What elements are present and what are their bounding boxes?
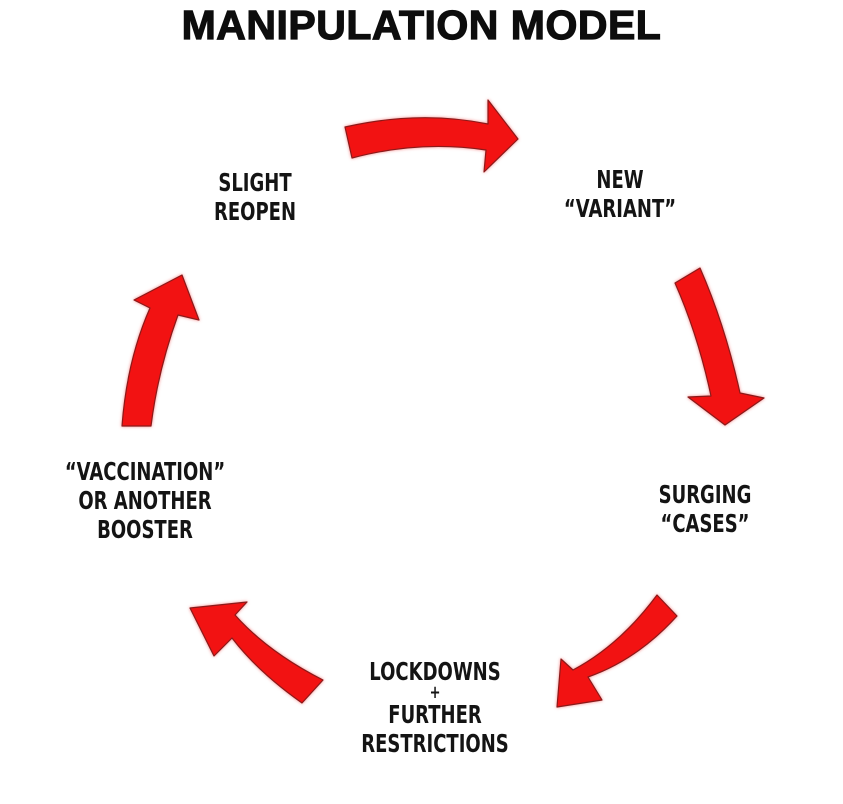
node-vaccination: “VACCINATION” OR ANOTHER BOOSTER <box>55 457 235 544</box>
curved-arrow-up-icon <box>121 274 200 427</box>
node-surging-cases: SURGING “CASES” <box>637 480 774 538</box>
node-new-variant: NEW “VARIANT” <box>544 165 695 223</box>
node-label-line: REOPEN <box>213 197 297 226</box>
node-label-line: “VARIANT” <box>563 194 677 223</box>
node-label-line: SLIGHT <box>218 168 292 197</box>
curved-arrow-right-icon <box>344 99 519 173</box>
plus-sign: + <box>429 682 441 703</box>
node-label-line: FURTHER <box>388 700 482 729</box>
curved-arrow-down-icon <box>674 267 765 426</box>
node-slight-reopen: SLIGHT REOPEN <box>179 168 330 226</box>
diagram-title: MANIPULATION MODEL <box>181 1 662 48</box>
node-label-line: BOOSTER <box>97 515 193 544</box>
curved-arrow-down-left-icon <box>556 594 678 708</box>
node-lockdowns: LOCKDOWNS + FURTHER RESTRICTIONS <box>349 657 522 758</box>
node-label-line: OR ANOTHER <box>78 486 212 515</box>
node-label-line: SURGING <box>658 480 752 509</box>
node-label-line: NEW <box>596 165 644 194</box>
node-label-line: LOCKDOWNS <box>369 657 501 686</box>
node-label-line: “VACCINATION” <box>64 457 226 486</box>
node-label-line: “CASES” <box>660 509 750 538</box>
curved-arrow-up-left-icon <box>189 601 324 704</box>
node-label-line: RESTRICTIONS <box>361 729 509 758</box>
